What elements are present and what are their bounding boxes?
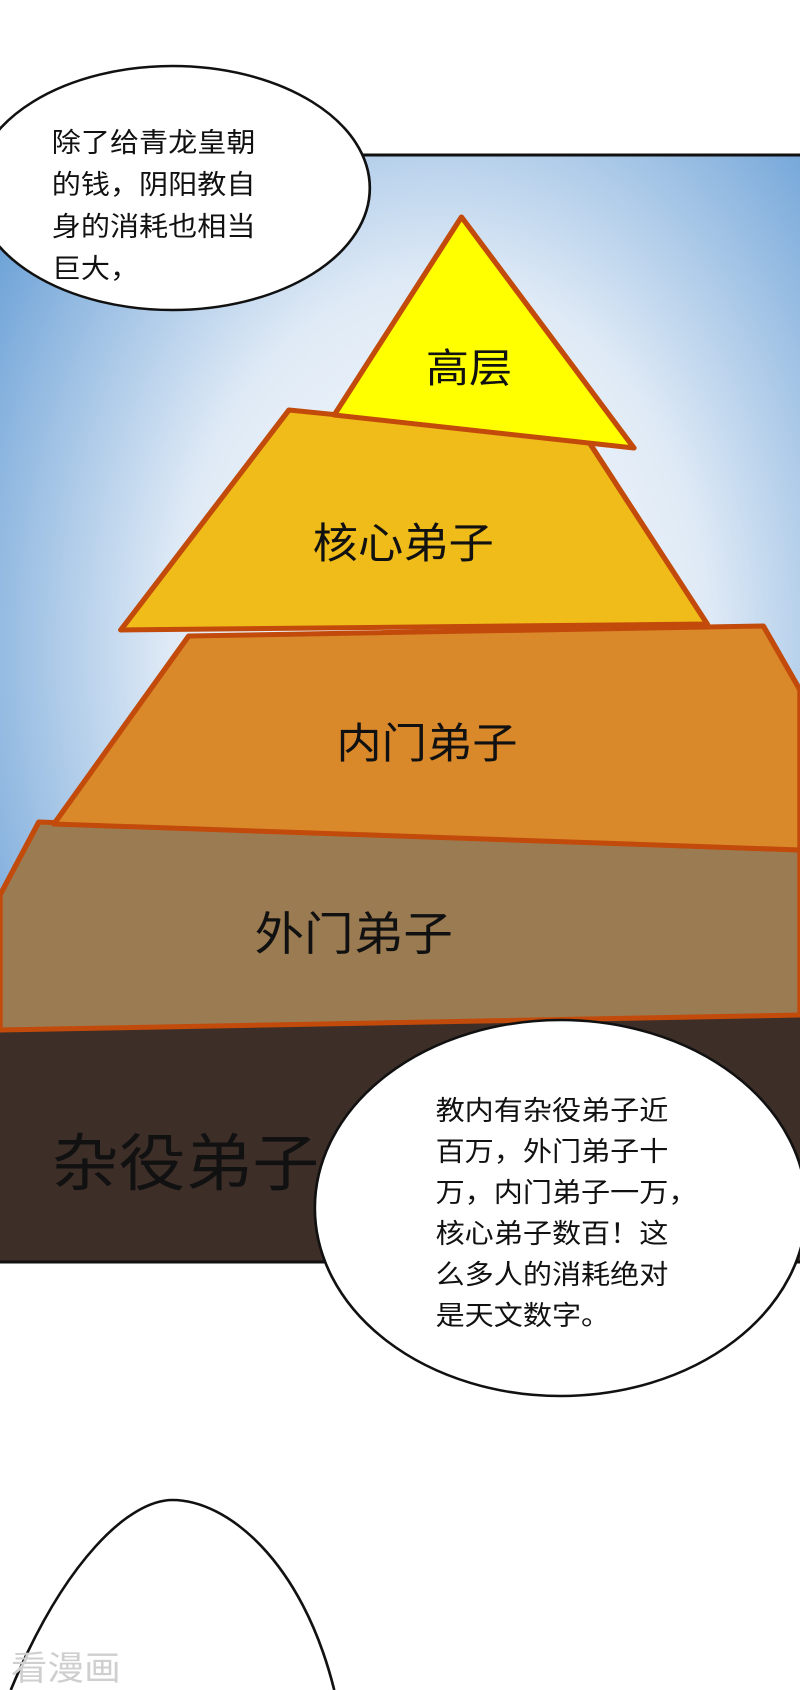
speech-bubble-top: 除了给青龙皇朝 的钱，阴阳教自 身的消耗也相当 巨大，	[0, 64, 372, 312]
svg-text:身的消耗也相当: 身的消耗也相当	[52, 211, 256, 243]
tier-top	[331, 214, 637, 451]
svg-text:万，内门弟子一万，: 万，内门弟子一万，	[436, 1177, 698, 1209]
svg-text:除了给青龙皇朝: 除了给青龙皇朝	[52, 127, 256, 159]
tier-label-core: 核心弟子	[313, 520, 494, 569]
tier-inner	[51, 623, 800, 853]
svg-text:么多人的消耗绝对: 么多人的消耗绝对	[436, 1259, 669, 1291]
svg-text:百万，外门弟子十: 百万，外门弟子十	[436, 1136, 669, 1168]
tier-label-outer: 外门弟子	[254, 909, 452, 962]
speech-bubble-partial	[9, 1498, 336, 1690]
tier-label-top: 高层	[426, 344, 512, 391]
svg-text:巨大，: 巨大，	[52, 253, 139, 285]
svg-text:核心弟子数百！这: 核心弟子数百！这	[436, 1218, 669, 1250]
svg-text:的钱，阴阳教自: 的钱，阴阳教自	[52, 169, 256, 201]
tier-label-inner: 内门弟子	[336, 720, 517, 769]
svg-text:教内有杂役弟子近: 教内有杂役弟子近	[436, 1095, 669, 1127]
watermark: 看漫画	[11, 1649, 121, 1688]
svg-text:是天文数字。: 是天文数字。	[436, 1300, 611, 1332]
speech-bubble-bottom: 教内有杂役弟子近 百万，外门弟子十 万，内门弟子一万， 核心弟子数百！这 么多人…	[313, 1018, 800, 1398]
pyramid	[0, 214, 800, 1033]
tier-label-servant: 杂役弟子	[52, 1128, 319, 1200]
